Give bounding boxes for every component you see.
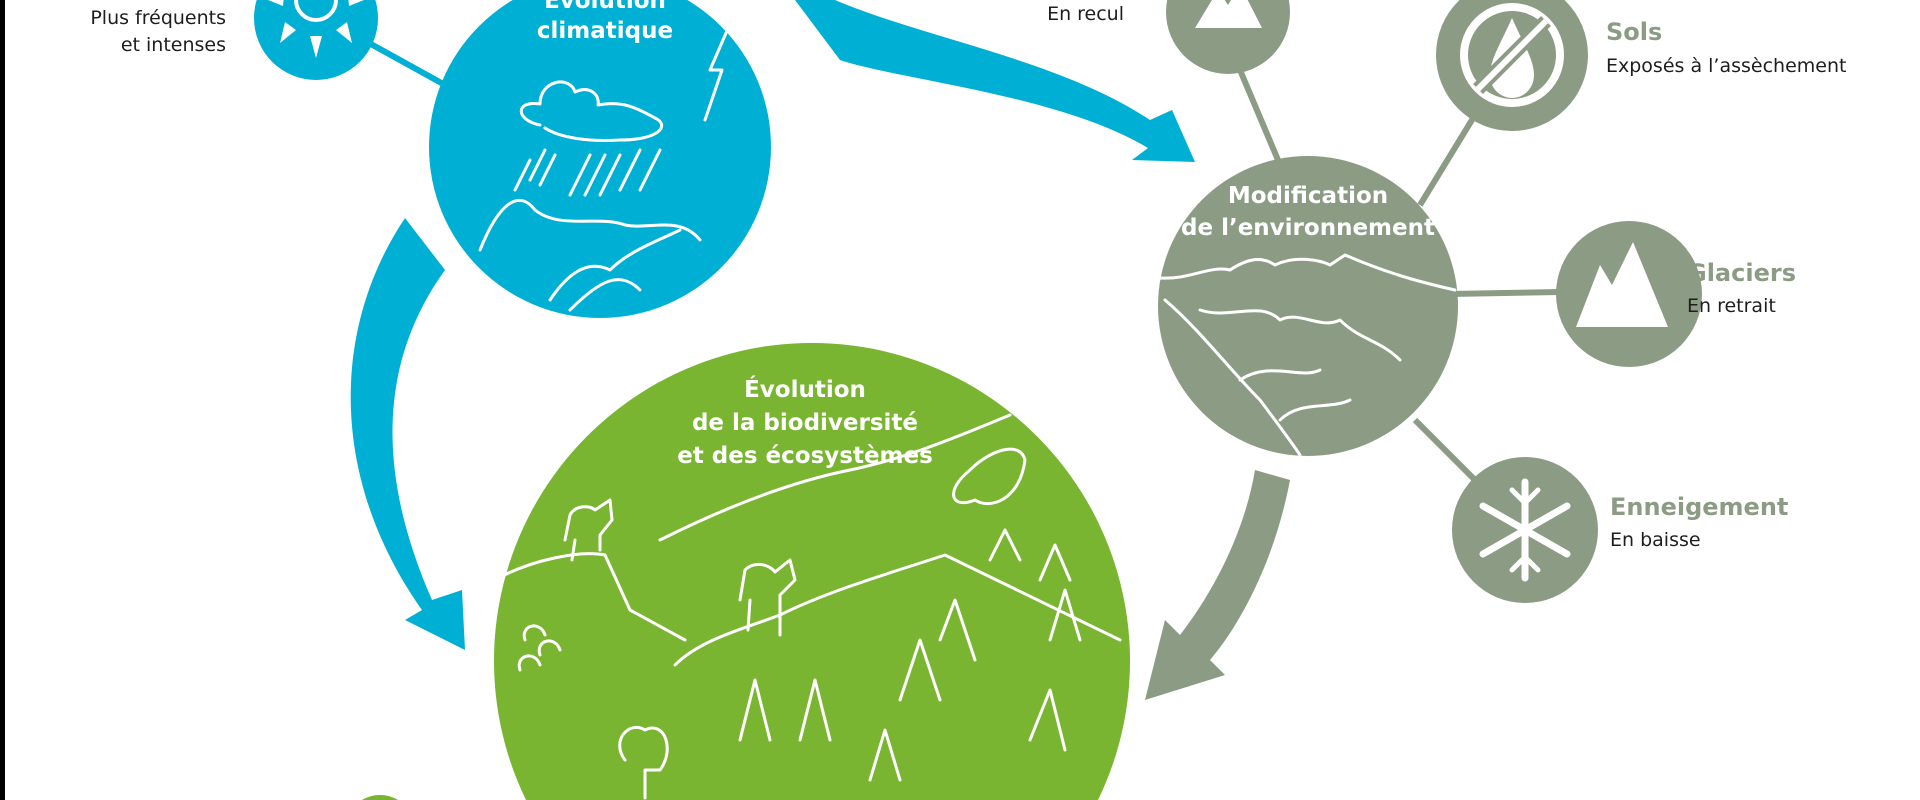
biodiversity-title-line3: et des écosystèmes: [677, 443, 933, 469]
biodiversity-circle: Évolution de la biodiversité et des écos…: [493, 342, 1130, 800]
sun-connector: [358, 35, 447, 88]
sols-connector: [1417, 113, 1478, 207]
partial-green-circle: [362, 795, 398, 800]
sols-heading: Sols: [1606, 18, 1662, 46]
sun-label-line2: et intenses: [121, 34, 226, 56]
glaciers-item: Glaciers En retrait: [1556, 221, 1796, 367]
arrow-climate-to-environment: [795, 0, 1195, 162]
mountain-forest-illustration: [493, 413, 1122, 800]
climate-title-line2: climatique: [537, 18, 673, 44]
sols-item: Sols Exposés à l’assèchement: [1436, 0, 1846, 131]
no-water-drop-icon: [1460, 3, 1564, 107]
storm-cloud-icon: [478, 15, 735, 312]
recul-item: En recul: [1047, 0, 1290, 74]
sun-icon: [268, 0, 364, 58]
glaciers-connector: [1449, 289, 1561, 297]
sols-text: Exposés à l’assèchement: [1606, 55, 1846, 77]
valley-landscape-icon: [1158, 253, 1457, 457]
climate-title-line1: Évolution: [544, 0, 666, 14]
biodiversity-title-line1: Évolution: [744, 375, 866, 403]
environment-circle: Modification de l’environnement: [1158, 156, 1458, 457]
sun-label-line1: Plus fréquents: [90, 7, 226, 29]
arrow-climate-to-biodiversity: [350, 218, 465, 650]
recul-text: En recul: [1047, 3, 1124, 25]
left-border: [0, 0, 5, 800]
environment-title-line1: Modification: [1228, 183, 1388, 209]
glacier-mountain-icon: [1576, 242, 1668, 327]
climate-circle: Évolution climatique: [429, 0, 771, 318]
enneigement-connector: [1412, 417, 1478, 483]
enneigement-item: Enneigement En baisse: [1452, 457, 1788, 603]
enneigement-text: En baisse: [1610, 529, 1701, 551]
snowflake-icon: [1479, 478, 1571, 582]
recul-connector: [1237, 68, 1281, 162]
environment-title-line2: de l’environnement: [1181, 215, 1435, 241]
biodiversity-title-line2: de la biodiversité: [692, 410, 918, 436]
glaciers-text: En retrait: [1687, 295, 1776, 317]
enneigement-heading: Enneigement: [1610, 493, 1788, 521]
mountain-icon: [1195, 0, 1262, 28]
glaciers-heading: Glaciers: [1687, 259, 1796, 287]
arrow-environment-to-biodiversity: [1145, 470, 1290, 700]
sun-circle: [254, 0, 378, 80]
